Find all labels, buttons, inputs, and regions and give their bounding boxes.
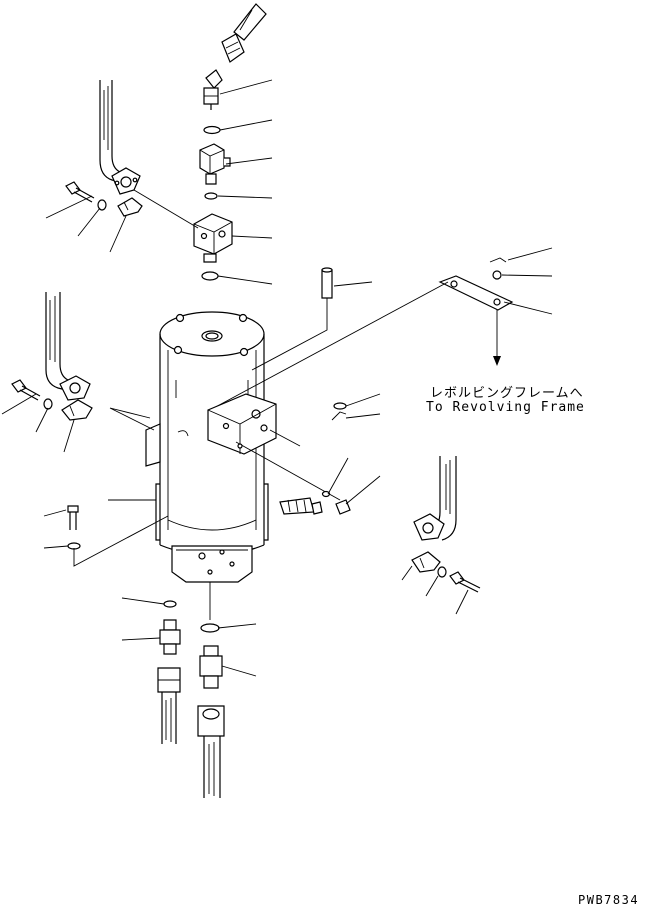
snap-ring — [331, 411, 347, 421]
bottom-left-adapter — [159, 619, 181, 655]
bottom-left-hose — [157, 667, 181, 744]
upper-left-bolt-set — [65, 181, 143, 217]
leader-lines — [1, 79, 553, 677]
lower-left-bolt-set — [67, 505, 169, 567]
bracket-plate — [209, 257, 514, 411]
o-ring-1 — [203, 125, 221, 135]
o-ring-2 — [204, 192, 218, 200]
upper-left-hose — [99, 80, 199, 229]
adapter-block — [199, 143, 231, 185]
right-bolt-set — [411, 551, 481, 593]
destination-label-english: To Revolving Frame — [426, 400, 585, 415]
side-lug — [109, 407, 189, 467]
middle-left-bolt-set — [11, 379, 93, 421]
right-hose — [413, 456, 457, 541]
o-ring-6 — [200, 623, 220, 633]
pin — [251, 267, 333, 371]
top-hose — [221, 3, 267, 63]
destination-label-japanese: レボルビングフレームへ — [430, 386, 584, 401]
plug-fittings — [279, 490, 351, 515]
o-ring-4 — [333, 402, 347, 410]
port-block — [207, 393, 341, 501]
o-ring-3 — [201, 271, 219, 281]
bottom-center-adapter — [199, 645, 223, 689]
elbow-fitting — [203, 69, 223, 110]
bottom-manifold — [171, 545, 253, 620]
drawing-code: PWB7834 — [578, 893, 640, 907]
valve-block — [193, 213, 233, 263]
bottom-center-hose — [197, 705, 225, 798]
middle-left-hose — [45, 292, 91, 401]
o-ring-5 — [163, 600, 177, 608]
